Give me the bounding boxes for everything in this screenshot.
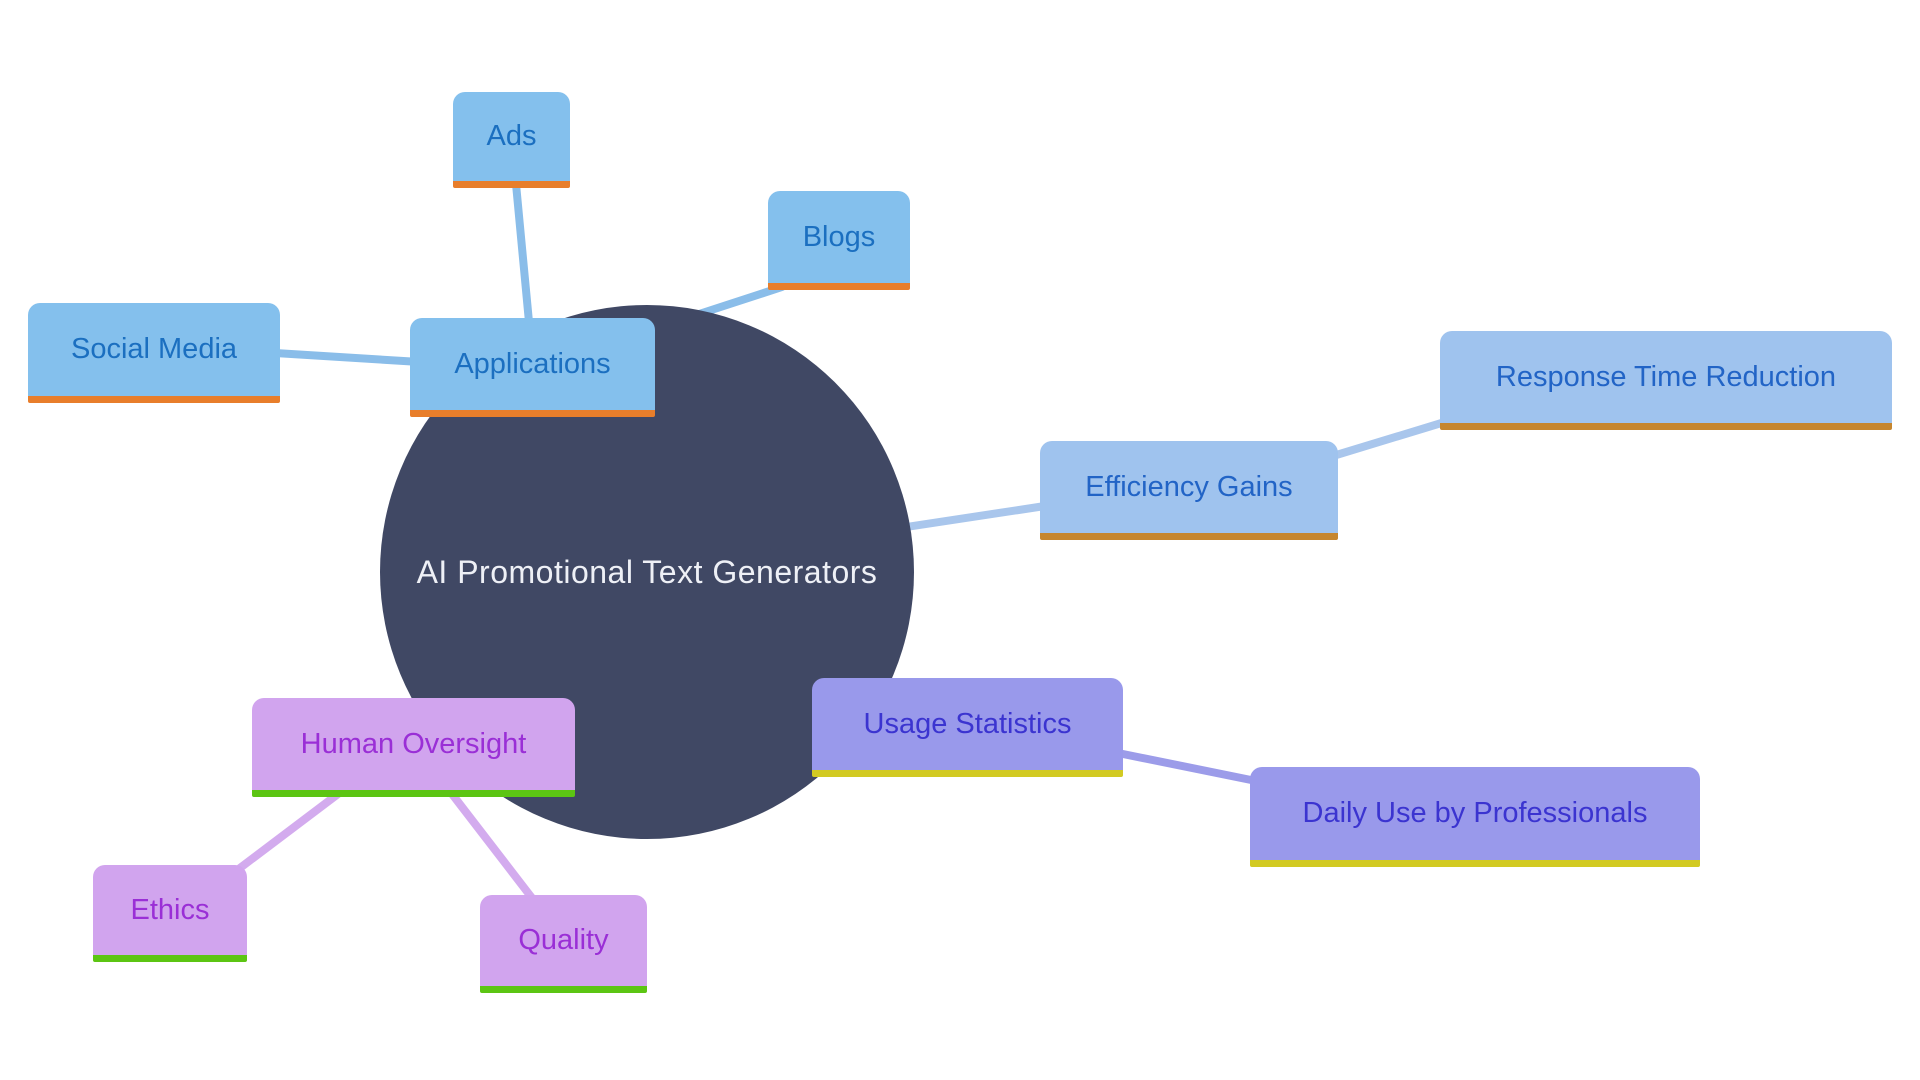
node-underline-daily-use-professionals [1250,860,1700,867]
mindmap-node-ethics[interactable]: Ethics [93,865,247,962]
edge-human-oversight-to-quality [448,790,536,902]
node-label-ads: Ads [486,120,537,152]
edge-usage-statistics-to-daily-use-professionals [1114,749,1260,785]
node-label-applications: Applications [454,347,611,380]
mindmap-node-daily-use-professionals[interactable]: Daily Use by Professionals [1250,767,1700,867]
node-underline-human-oversight [252,790,575,797]
node-underline-applications [410,410,655,417]
node-label-response-time-reduction: Response Time Reduction [1495,360,1837,393]
node-label-quality: Quality [518,924,609,956]
mindmap-node-applications[interactable]: Applications [410,318,655,417]
node-label-daily-use-professionals: Daily Use by Professionals [1302,797,1648,829]
node-underline-response-time-reduction [1440,423,1892,430]
node-underline-ads [453,181,570,188]
node-underline-ethics [93,955,247,962]
node-label-efficiency-gains: Efficiency Gains [1085,470,1293,503]
node-underline-quality [480,986,647,993]
edge-efficiency-gains-to-response-time-reduction [1329,417,1452,460]
node-underline-social-media [28,396,280,403]
mindmap-node-human-oversight[interactable]: Human Oversight [252,698,575,797]
mindmap-node-usage-statistics[interactable]: Usage Statistics [812,678,1123,777]
node-label-blogs: Blogs [802,220,876,253]
node-underline-blogs [768,283,910,290]
central-topic-label: AI Promotional Text Generators [416,553,878,590]
node-label-usage-statistics: Usage Statistics [863,707,1072,740]
mindmap-node-response-time-reduction[interactable]: Response Time Reduction [1440,331,1892,430]
node-underline-efficiency-gains [1040,533,1338,540]
mindmap-node-social-media[interactable]: Social Media [28,303,280,403]
edge-social-media-to-applications [271,349,424,366]
node-label-social-media: Social Media [70,333,238,365]
edge-human-oversight-to-ethics [236,790,342,872]
node-underline-usage-statistics [812,770,1123,777]
mindmap-node-blogs[interactable]: Blogs [768,191,910,290]
mindmap-node-efficiency-gains[interactable]: Efficiency Gains [1040,441,1338,540]
edge-ads-to-applications [512,180,533,326]
node-label-ethics: Ethics [130,893,210,926]
mindmap-node-quality[interactable]: Quality [480,895,647,993]
mindmap-node-ads[interactable]: Ads [453,92,570,188]
node-label-human-oversight: Human Oversight [300,727,527,760]
